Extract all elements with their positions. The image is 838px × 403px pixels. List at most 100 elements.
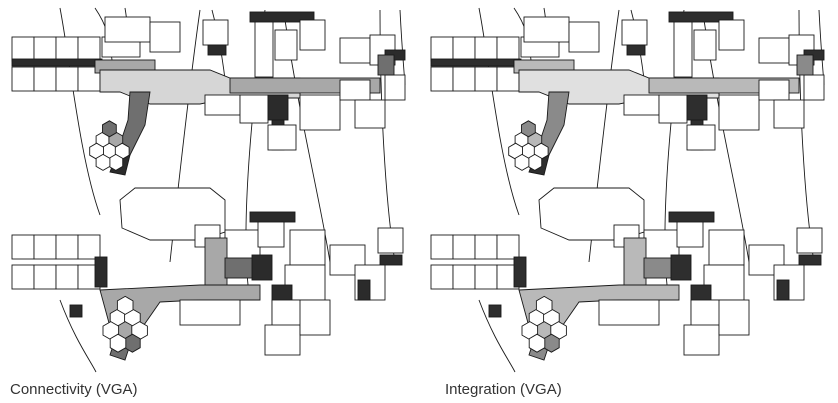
connector-curve xyxy=(59,7,101,216)
wing-room xyxy=(11,66,35,92)
upper-room xyxy=(202,19,229,46)
lower-corridor xyxy=(224,257,256,279)
lower-room xyxy=(796,227,823,254)
wing-room xyxy=(77,36,101,62)
hexagon-room xyxy=(521,120,536,138)
upper-room xyxy=(803,74,825,101)
hexagon-room xyxy=(109,333,127,353)
wing-room xyxy=(33,264,57,290)
connector-curve xyxy=(478,7,520,216)
upper-room xyxy=(621,19,648,46)
integration-vga-panel: Integration (VGA) xyxy=(419,0,838,403)
lower-room xyxy=(379,254,403,266)
wing-room xyxy=(77,234,101,260)
lower-room xyxy=(94,256,108,288)
lower-room xyxy=(718,299,750,336)
lower-bar xyxy=(249,211,296,223)
wing-room xyxy=(452,66,476,92)
lower-room xyxy=(598,299,660,326)
lower-room xyxy=(357,279,371,301)
connector-curve xyxy=(478,299,516,373)
wing-room xyxy=(55,264,79,290)
hexagon-room xyxy=(527,153,543,171)
upper-room xyxy=(626,44,646,56)
upper-bar xyxy=(668,11,734,23)
hexagon-room xyxy=(102,120,117,138)
hexagon-room xyxy=(528,333,546,353)
wing-room xyxy=(33,234,57,260)
wing-room xyxy=(474,264,498,290)
wing-room xyxy=(496,36,520,62)
upper-room xyxy=(658,94,688,124)
upper-room xyxy=(299,94,341,131)
wing-room xyxy=(11,264,35,290)
connectivity-vga-floor-plans xyxy=(11,7,406,373)
upper-room xyxy=(523,16,570,43)
wing-room xyxy=(430,264,454,290)
upper-room xyxy=(718,19,745,51)
lower-room xyxy=(683,324,720,356)
hexagon-room xyxy=(116,295,134,315)
lower-room xyxy=(377,227,404,254)
wing-room xyxy=(430,36,454,62)
upper-room xyxy=(104,16,151,43)
upper-room xyxy=(267,124,297,151)
upper-room xyxy=(239,94,269,124)
upper-room xyxy=(254,21,274,78)
wing-room xyxy=(474,66,498,92)
upper-room xyxy=(718,94,760,131)
wing-room xyxy=(496,234,520,260)
lower-room xyxy=(264,324,301,356)
lower-room xyxy=(670,254,692,281)
wing-room xyxy=(33,36,57,62)
wing-room xyxy=(452,264,476,290)
connectivity-vga-panel: Connectivity (VGA) xyxy=(10,7,406,398)
upper-room xyxy=(204,94,241,116)
upper-room xyxy=(339,37,371,64)
lower-room xyxy=(513,256,527,288)
lower-room xyxy=(257,221,285,248)
hexagon-room xyxy=(95,153,111,171)
upper-room xyxy=(377,54,395,76)
wing-room xyxy=(430,234,454,260)
upper-room xyxy=(796,54,814,76)
lower-room xyxy=(708,229,745,266)
lower-room xyxy=(179,299,241,326)
wing-room xyxy=(452,36,476,62)
lower-room xyxy=(798,254,822,266)
upper-room xyxy=(299,19,326,51)
upper-room xyxy=(384,74,406,101)
lower-room xyxy=(299,299,331,336)
wing-room xyxy=(430,66,454,92)
upper-room xyxy=(673,21,693,78)
upper-room xyxy=(693,29,717,61)
connector-curve xyxy=(399,9,406,86)
corridor-strip xyxy=(430,58,522,67)
upper-room xyxy=(623,94,660,116)
upper-room xyxy=(274,29,298,61)
upper-room xyxy=(686,94,708,121)
wing-room xyxy=(11,36,35,62)
wing-room xyxy=(474,234,498,260)
lower-corridor xyxy=(643,257,675,279)
upper-bar xyxy=(249,11,315,23)
integration-vga-floor-plans xyxy=(430,7,825,373)
hexagon-room xyxy=(108,153,124,171)
upper-room xyxy=(267,94,289,121)
lower-room xyxy=(69,304,83,318)
upper-room xyxy=(207,44,227,56)
upper-room xyxy=(354,99,386,129)
corridor-strip xyxy=(11,58,103,67)
upper-room xyxy=(758,37,790,64)
lower-room xyxy=(488,304,502,318)
lower-room xyxy=(676,221,704,248)
wing-room xyxy=(55,36,79,62)
lower-bar xyxy=(668,211,715,223)
wing-room xyxy=(474,36,498,62)
upper-room xyxy=(149,21,181,53)
connector-curve xyxy=(59,299,97,373)
connectivity-vga-caption: Connectivity (VGA) xyxy=(10,381,138,398)
lower-room xyxy=(776,279,790,301)
upper-room xyxy=(686,124,716,151)
connector-curve xyxy=(818,9,825,86)
